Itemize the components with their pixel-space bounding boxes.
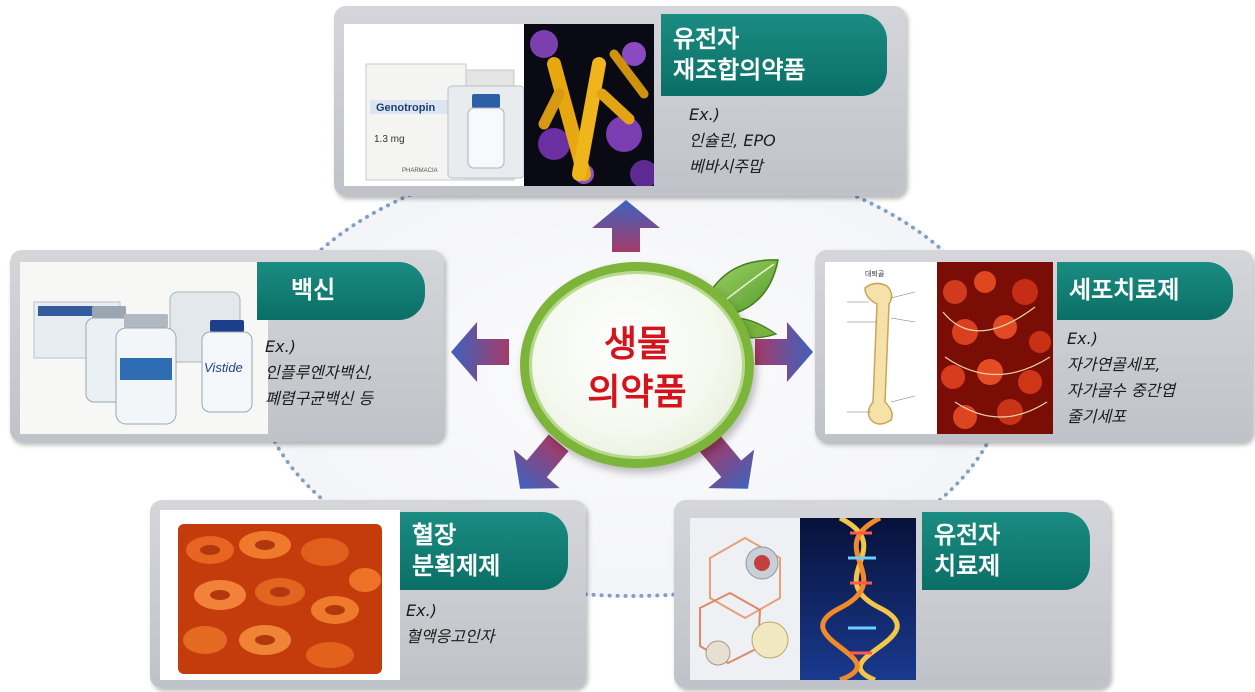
card-plasma-title: 혈장 분획제제 — [400, 512, 568, 590]
title-line: 세포치료제 — [1069, 276, 1180, 304]
center-badge: 생물 의약품 — [520, 262, 754, 468]
title-line: 백신 — [291, 276, 336, 304]
box-maker-text: PHARMACIA — [402, 168, 438, 174]
arrow-up-icon — [592, 200, 660, 252]
title-line: 유전자 — [934, 521, 1001, 549]
example-line: 줄기세포 — [1067, 407, 1126, 426]
example-line: Ex.) — [1067, 329, 1098, 348]
vaccine-image-pane: Vistide — [20, 262, 268, 434]
card-vaccine-title: 백신 — [257, 262, 425, 320]
card-vaccine: Vistide 백신 Ex.) 인플루엔자백신, 폐렴구균백신 등 — [10, 250, 444, 442]
title-line: 유전자 — [673, 25, 740, 53]
example-line: Ex.) — [689, 105, 720, 124]
plasma-blood-cells-image — [178, 524, 382, 674]
card-recombinant-examples: Ex.) 인슐린, EPO 베바시주맙 — [689, 102, 776, 180]
card-vaccine-examples: Ex.) 인플루엔자백신, 폐렴구균백신 등 — [265, 334, 373, 412]
gene-therapy-image — [690, 518, 916, 680]
arrow-down-right-icon — [699, 434, 755, 489]
card-plasma: 혈장 분획제제 Ex.) 혈액응고인자 — [150, 500, 586, 688]
example-line: 자가연골세포, — [1067, 355, 1161, 374]
title-line: 치료제 — [934, 552, 1001, 580]
card-cell-title: 세포치료제 — [1057, 262, 1233, 320]
arrow-left-icon — [451, 322, 509, 382]
recombinant-image-pane: Genotropin 1.3 mg PHARMACIA — [344, 24, 654, 186]
example-line: 혈액응고인자 — [406, 627, 495, 646]
recombinant-drug-image: Genotropin 1.3 mg PHARMACIA — [365, 24, 654, 186]
card-cell-examples: Ex.) 자가연골세포, 자가골수 중간엽 줄기세포 — [1067, 326, 1175, 430]
title-line: 재조합의약품 — [673, 56, 806, 84]
center-title: 생물 의약품 — [529, 321, 745, 417]
example-line: Ex.) — [265, 337, 296, 356]
vaccine-vials-image: Vistide — [20, 262, 268, 434]
example-line: Ex.) — [406, 601, 437, 620]
cell-therapy-image: 대퇴골 — [825, 262, 1053, 434]
card-gene-therapy: 유전자 치료제 — [674, 500, 1110, 688]
example-line: 인슐린, EPO — [689, 131, 776, 150]
card-gene-title: 유전자 치료제 — [922, 512, 1090, 590]
bone-caption-text: 대퇴골 — [865, 269, 885, 278]
card-cell-therapy: 대퇴골 — [815, 250, 1253, 442]
example-line: 인플루엔자백신, — [265, 363, 374, 382]
center-title-line: 생물 — [603, 324, 671, 365]
card-recombinant: Genotropin 1.3 mg PHARMACIA — [334, 6, 906, 196]
card-plasma-examples: Ex.) 혈액응고인자 — [406, 598, 494, 650]
example-line: 베바시주맙 — [689, 157, 763, 176]
card-recombinant-title: 유전자 재조합의약품 — [661, 14, 887, 96]
cell-image-pane: 대퇴골 — [825, 262, 1053, 434]
example-line: 폐렴구균백신 등 — [265, 389, 374, 408]
title-line: 혈장 — [412, 521, 457, 549]
example-line: 자가골수 중간엽 — [1067, 381, 1176, 400]
arrow-right-icon — [755, 322, 813, 382]
box-dose-text: 1.3 mg — [374, 134, 405, 145]
gene-image-pane — [690, 518, 916, 680]
box-brand-text: Genotropin — [376, 102, 436, 114]
vial-label-text: Vistide — [204, 360, 243, 375]
arrow-down-left-icon — [513, 434, 569, 489]
plasma-image-pane — [160, 510, 400, 680]
title-line: 분획제제 — [412, 552, 501, 580]
center-title-line: 의약품 — [587, 372, 687, 413]
